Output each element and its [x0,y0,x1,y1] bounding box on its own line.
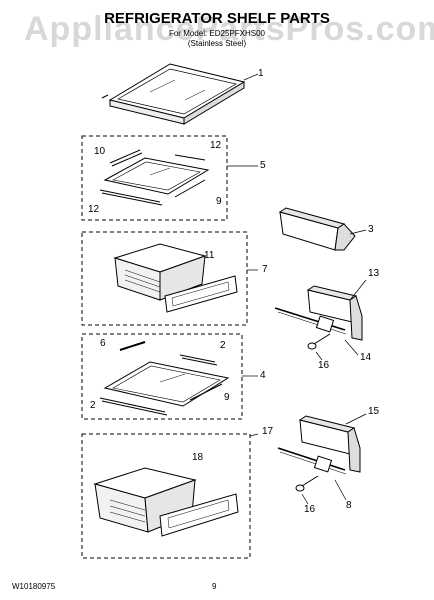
model-subtitle: For Model: ED25PFXHS00 [168,29,266,38]
page-title: REFRIGERATOR SHELF PARTS [104,10,330,27]
callout-4: 4 [260,370,266,381]
callout-14: 14 [360,352,372,363]
screw-16b-drawing [295,475,319,492]
callout-12a: 12 [210,140,222,151]
callout-12b: 12 [88,204,100,215]
screw-16a-drawing [307,333,331,350]
callout-17: 17 [262,426,274,437]
callout-9a: 9 [216,196,222,207]
callout-8: 8 [346,500,352,511]
finish-subtitle: (Stainless Steel) [187,39,247,48]
callout-13: 13 [368,268,380,279]
callout-7: 7 [262,264,268,275]
glass-shelf-5-drawing [99,149,210,206]
callout-16b: 16 [304,504,316,515]
glass-shelf-4-drawing [99,341,230,416]
callout-11: 11 [204,250,215,261]
top-shelf-drawing [101,63,246,125]
callout-2b: 2 [90,400,96,411]
callout-10: 10 [94,146,106,157]
callout-5: 5 [260,160,266,171]
shelf-bracket-3-drawing [278,207,356,251]
watermark: AppliancePartsPros.com [24,10,434,48]
callout-2a: 2 [220,340,226,351]
callout-15: 15 [368,406,380,417]
callout-3: 3 [368,224,374,235]
callout-1: 1 [258,68,264,79]
crisper-support-13-drawing [274,285,363,341]
drawer-support-15-drawing [277,415,361,475]
document-part-number: W10180975 [12,582,56,591]
callout-16a: 16 [318,360,330,371]
crisper-bin-drawing [113,243,238,313]
deli-drawer-drawing [93,467,239,537]
callout-6: 6 [100,338,106,349]
callout-18: 18 [192,452,204,463]
page-number: 9 [212,582,217,591]
callout-9b: 9 [224,392,230,403]
